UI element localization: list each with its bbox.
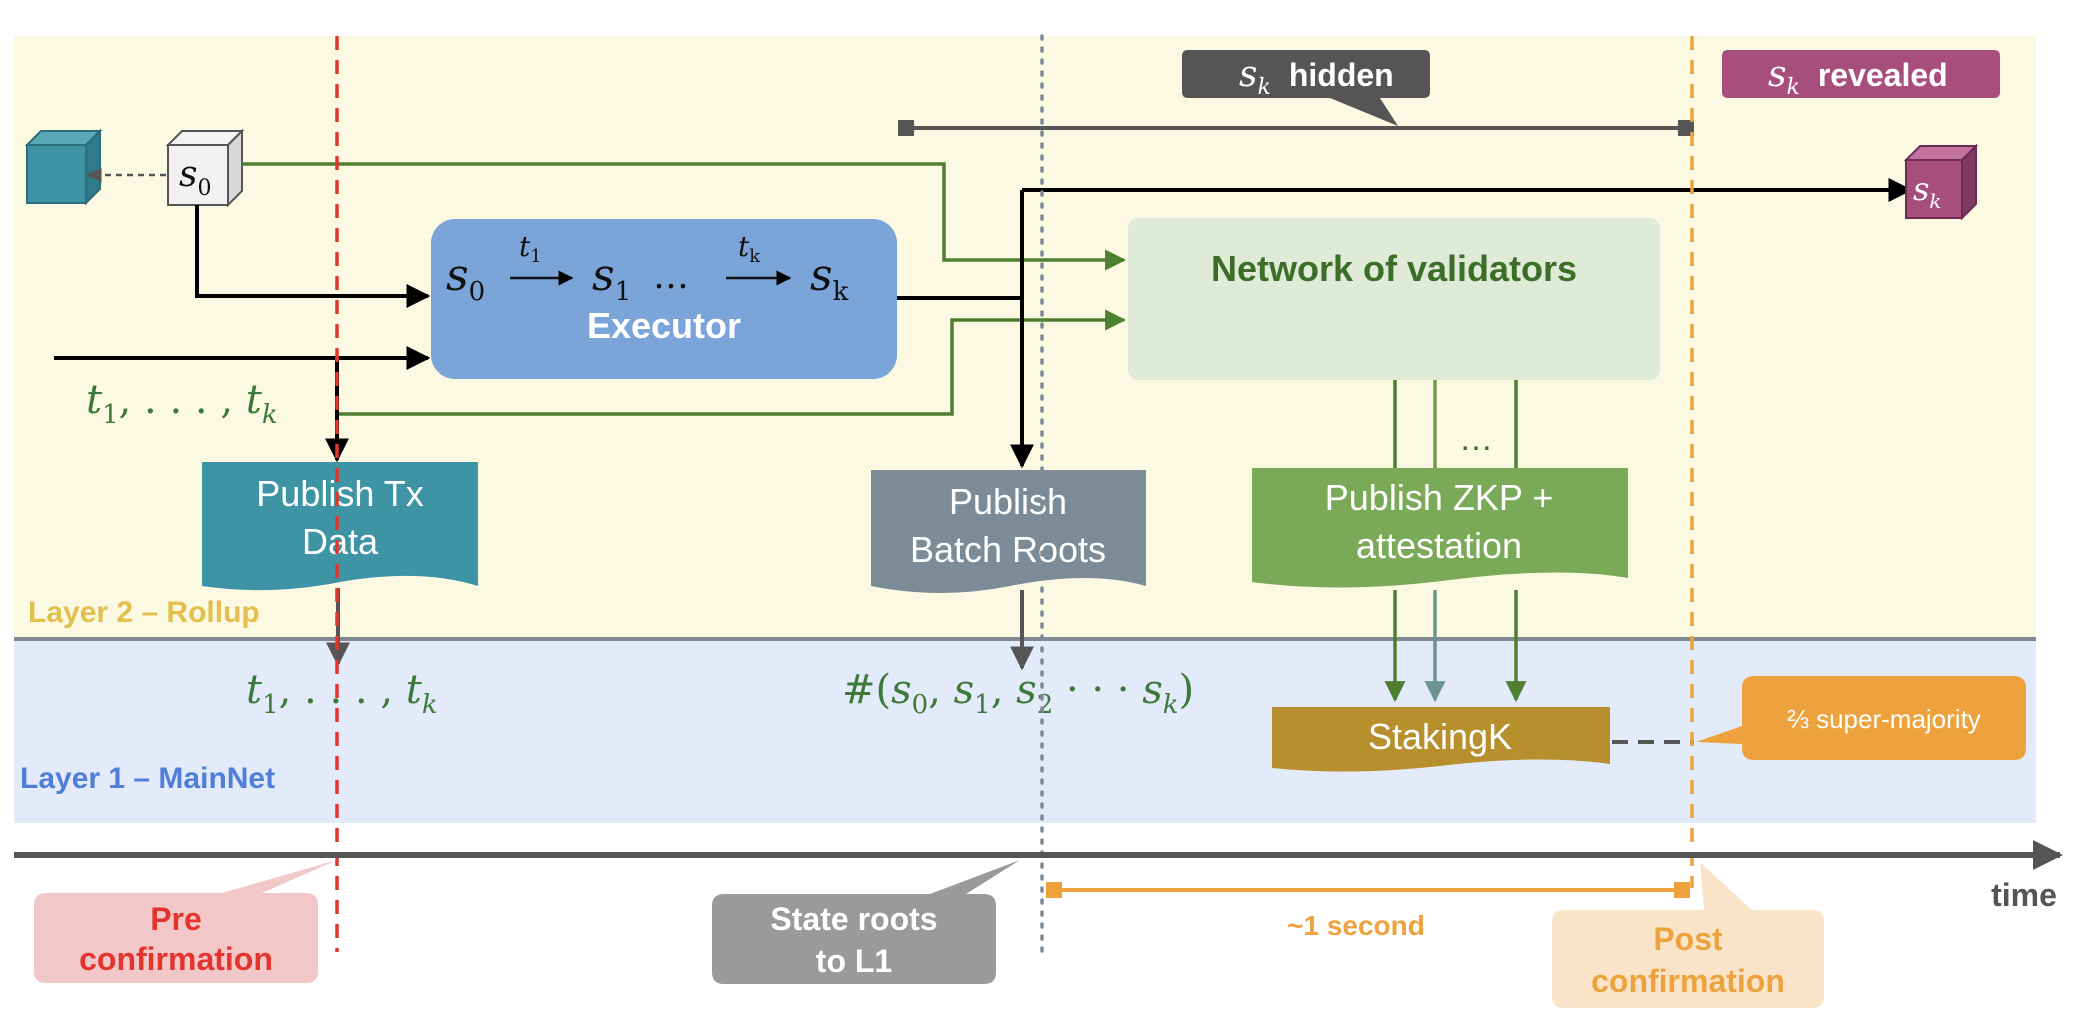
s0-state-cube: s0 — [165, 128, 245, 208]
publish-tx-data-label-line1: Publish Tx — [256, 473, 423, 514]
validators-ellipsis: … — [1459, 420, 1493, 458]
super-majority-callout — [1696, 676, 2026, 760]
super-majority-label: ⅔ super-majority — [1787, 704, 1981, 734]
svg-text:s0: s0 — [446, 250, 485, 307]
tx-to-validators-arrow — [337, 309, 1127, 416]
validators-box — [1128, 218, 1660, 380]
svg-text:sk: sk — [1913, 170, 1942, 213]
publish-batch-roots-doc — [871, 470, 1146, 593]
l1-state-hash: #(s0, s1, s2 · · · sk) — [842, 667, 1194, 720]
svg-text:tk: tk — [738, 230, 761, 267]
tx-sequence-input: t1, . . . , tk — [86, 377, 278, 430]
s0-to-validators-arrow — [242, 162, 1127, 271]
staking-contract-label: StakingK — [1368, 716, 1512, 757]
sk-state-cube: sk — [1903, 143, 1979, 221]
one-second-label: ~1 second — [1287, 910, 1425, 941]
pre-confirmation-line1: Pre — [150, 901, 202, 937]
layer2-label: Layer 2 – Rollup — [28, 596, 260, 629]
pre-confirmation-line2: confirmation — [79, 941, 273, 977]
post-confirmation-line2: confirmation — [1591, 963, 1785, 999]
post-confirmation-callout — [1552, 862, 1824, 1008]
state-roots-line2: to L1 — [816, 943, 892, 979]
publish-tx-data-doc — [202, 462, 478, 591]
layer1-background — [14, 641, 2036, 823]
publish-tx-data-label-line2: Data — [302, 521, 379, 562]
svg-text:s0: s0 — [179, 154, 211, 201]
publish-zkp-label-line1: Publish ZKP + — [1325, 477, 1553, 518]
archive-cube — [24, 128, 103, 206]
state-roots-line1: State roots — [770, 901, 937, 937]
sk-hidden-callout — [1182, 50, 1430, 126]
l1-tx-sequence: t1, . . . , tk — [246, 667, 438, 720]
svg-text:t1: t1 — [519, 230, 542, 267]
svg-text:…: … — [653, 256, 689, 297]
publish-batch-roots-label-line1: Publish — [949, 481, 1067, 522]
s0-to-executor-arrow — [195, 205, 431, 308]
state-roots-callout — [712, 860, 1020, 984]
time-axis-label: time — [1991, 877, 2057, 913]
executor-state-transitions: s0 t1 s1 … tk sk — [446, 230, 849, 307]
executor-label: Executor — [587, 305, 741, 346]
post-confirmation-line1: Post — [1653, 921, 1723, 957]
publish-zkp-doc — [1252, 468, 1628, 588]
layer1-label: Layer 1 – MainNet — [20, 762, 275, 795]
executor-box — [431, 219, 897, 379]
svg-text:s1: s1 — [592, 250, 631, 307]
sk-revealed-callout — [1722, 50, 2000, 98]
validators-label: Network of validators — [1211, 248, 1577, 289]
pre-confirmation-callout — [34, 860, 337, 983]
svg-text:sk: sk — [810, 250, 849, 307]
publish-batch-roots-label-line2: Batch Roots — [910, 529, 1106, 570]
publish-zkp-label-line2: attestation — [1356, 525, 1522, 566]
staking-contract-doc — [1272, 707, 1610, 772]
